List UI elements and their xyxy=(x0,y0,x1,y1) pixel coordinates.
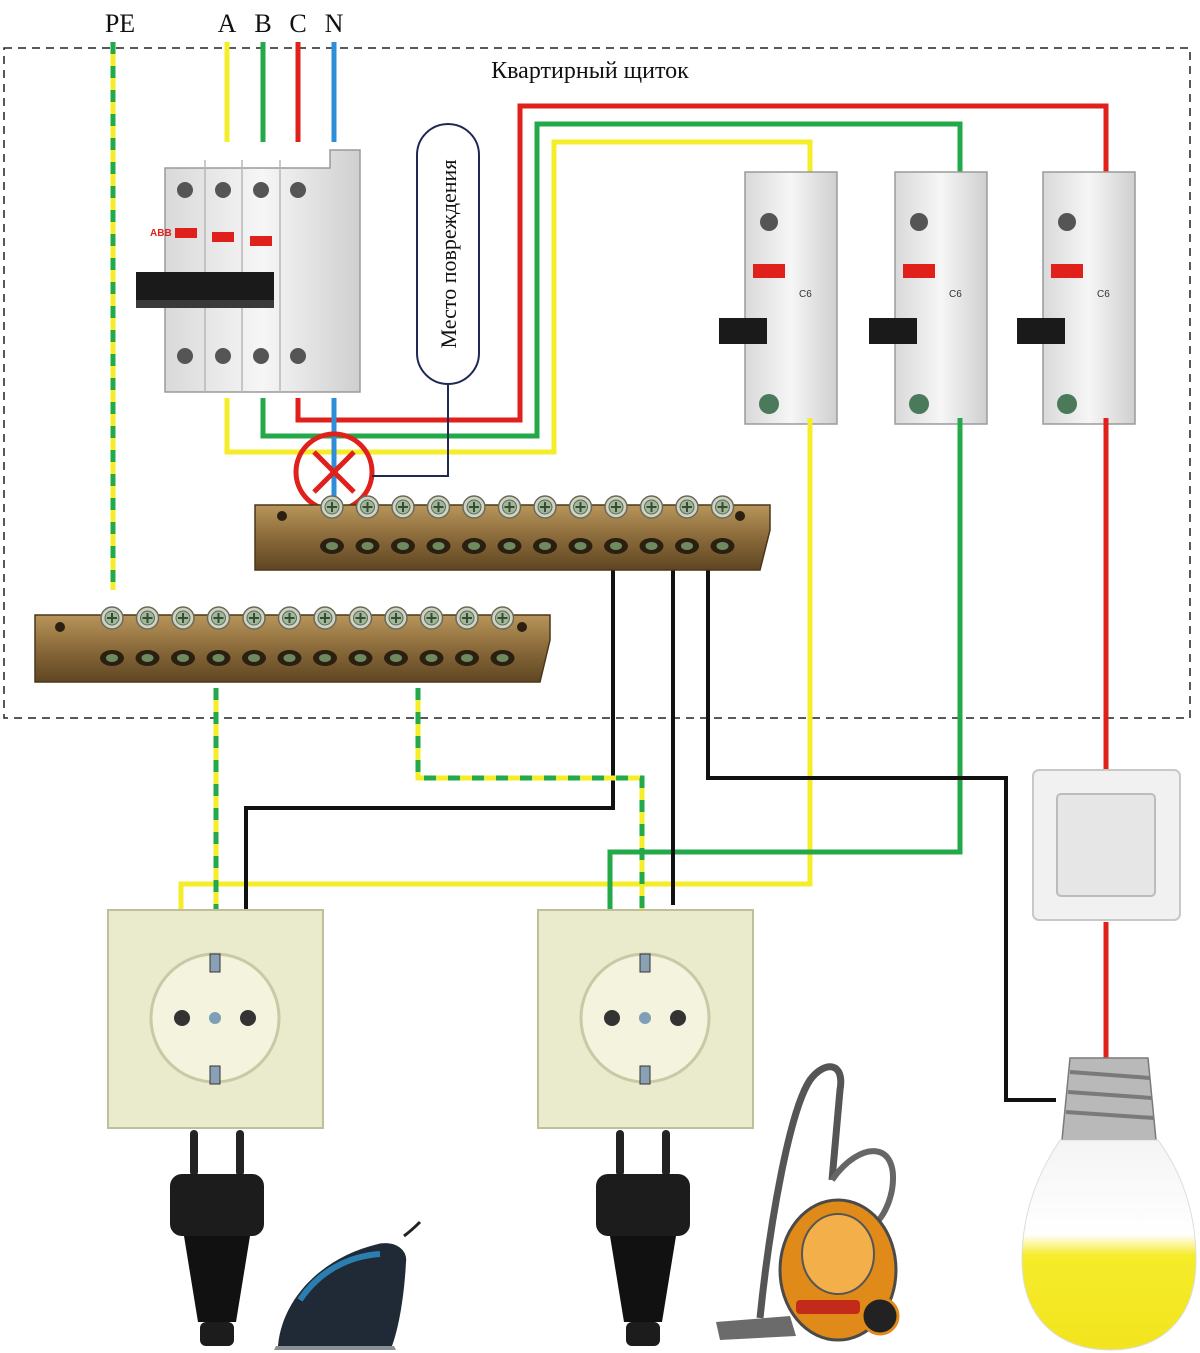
bus-hole xyxy=(242,650,266,666)
phase-label-pe: PE xyxy=(105,9,135,38)
bus-hole xyxy=(206,650,231,666)
bus-screw xyxy=(604,495,628,519)
bus-hole xyxy=(604,538,628,554)
bus-screw xyxy=(100,606,124,630)
damage-callout: Место повреждения xyxy=(372,123,480,477)
bus-screw xyxy=(384,606,408,630)
bus-screw xyxy=(313,606,337,630)
socket-icon xyxy=(537,909,754,1129)
bus-screw xyxy=(355,495,380,519)
bus-hole xyxy=(355,538,380,554)
wire-a-to-sockets xyxy=(178,418,813,910)
bus-screw xyxy=(348,606,373,630)
bus-hole xyxy=(348,650,373,666)
light-switch-icon xyxy=(1032,769,1181,921)
single-pole-breaker-icon: C6 xyxy=(869,171,988,425)
bus-screw xyxy=(568,495,593,519)
bus-screw xyxy=(675,495,699,519)
bus-hole xyxy=(100,650,124,666)
bus-hole xyxy=(497,538,522,554)
bus-hole xyxy=(419,650,444,666)
breaker3-rating: C6 xyxy=(1097,289,1110,300)
bus-hole xyxy=(277,650,302,666)
bus-hole xyxy=(462,538,486,554)
wire-b-to-breaker2 xyxy=(260,121,963,439)
bus-screw xyxy=(455,606,479,630)
bus-bar-icon xyxy=(34,606,551,683)
panel-title: Квартирный щиток xyxy=(491,58,689,84)
panel-border xyxy=(3,47,1191,719)
bus-hole xyxy=(426,538,451,554)
bus-hole xyxy=(135,650,160,666)
plug-icon xyxy=(170,1130,264,1346)
bus-screw xyxy=(391,495,415,519)
phase-label-c: C xyxy=(289,9,306,38)
phase-label-a: A xyxy=(218,9,237,38)
bus-screw xyxy=(242,606,266,630)
bus-hole xyxy=(455,650,479,666)
wire-n-bulb xyxy=(706,570,1056,1102)
single-pole-breaker-icon: C6 xyxy=(719,171,838,425)
socket-icon xyxy=(107,909,324,1129)
wire-a-to-breaker1 xyxy=(224,139,813,455)
wire-c-to-breaker3 xyxy=(295,103,1109,423)
main-breaker-brand: ABB xyxy=(150,228,172,239)
bus-hole xyxy=(490,650,515,666)
light-bulb-icon xyxy=(1021,1057,1197,1351)
bus-screw xyxy=(419,606,444,630)
bus-screw xyxy=(639,495,664,519)
bus-screw xyxy=(497,495,522,519)
bus-screw xyxy=(171,606,195,630)
bus-hole xyxy=(533,538,557,554)
bus-screw xyxy=(490,606,515,630)
vacuum-cleaner-icon xyxy=(716,1063,900,1342)
phase-label-n: N xyxy=(325,9,344,38)
iron-icon xyxy=(274,1220,422,1350)
bus-hole xyxy=(675,538,699,554)
bus-bar-icon xyxy=(254,495,771,571)
bus-hole xyxy=(391,538,415,554)
pe-wire-socket2 xyxy=(415,688,645,910)
bus-screw xyxy=(320,495,344,519)
bus-hole xyxy=(313,650,337,666)
bus-screw xyxy=(462,495,486,519)
bus-hole xyxy=(710,538,735,554)
single-pole-breaker-icon: C6 xyxy=(1017,171,1136,425)
wire-n-socket1 xyxy=(244,570,615,910)
bus-hole xyxy=(171,650,195,666)
bus-screw xyxy=(710,495,735,519)
breaker1-rating: C6 xyxy=(799,289,812,300)
bus-screw xyxy=(277,606,302,630)
breaker2-rating: C6 xyxy=(949,289,962,300)
bus-screw xyxy=(135,606,160,630)
wire-b-to-socket2 xyxy=(607,418,963,910)
bus-hole xyxy=(320,538,344,554)
phase-label-b: B xyxy=(254,9,271,38)
bus-screw xyxy=(206,606,231,630)
plug-icon xyxy=(596,1130,690,1346)
bus-hole xyxy=(639,538,664,554)
bus-screw xyxy=(426,495,451,519)
four-pole-breaker-icon: ABB xyxy=(136,149,361,393)
bus-hole xyxy=(568,538,593,554)
bus-screw xyxy=(533,495,557,519)
damage-label: Место повреждения xyxy=(436,160,461,349)
bus-hole xyxy=(384,650,408,666)
